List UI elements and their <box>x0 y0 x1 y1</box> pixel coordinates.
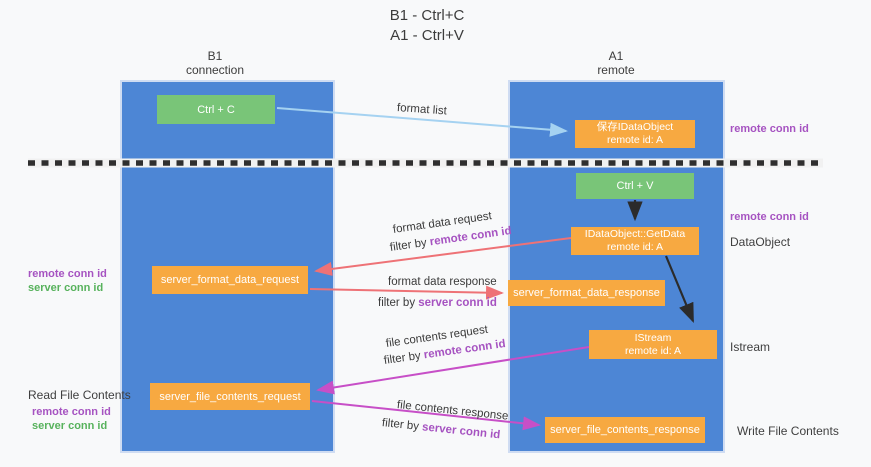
server-conn-id-key: server conn id <box>418 297 497 309</box>
annotation-left-conn-ids-top: remote conn id server conn id <box>28 267 107 295</box>
node-idataobject-getdata: IDataObject::GetData remote id: A <box>571 227 699 255</box>
annotation-server-conn-id-left-bottom: server conn id <box>32 420 108 432</box>
diagram-title: B1 - Ctrl+C A1 - Ctrl+V <box>327 6 527 46</box>
arrow-format-list <box>276 107 568 137</box>
arrow-file-contents-request <box>316 346 590 395</box>
annotation-remote-conn-id-mid: remote conn id <box>730 211 809 223</box>
label-format-data-response: format data response <box>388 276 497 288</box>
lane-b1-name: B1 <box>207 49 223 63</box>
node-server-file-contents-response-label: server_file_contents_response <box>550 424 700 436</box>
node-server-format-data-response: server_format_data_response <box>508 280 665 306</box>
node-server-format-data-request-label: server_format_data_request <box>160 274 300 286</box>
node-ctrl-c-label: Ctrl + C <box>197 103 235 116</box>
node-save-idataobject-title: 保存IDataObject <box>596 121 674 133</box>
lane-b1-role: connection <box>185 62 245 77</box>
annotation-istream: Istream <box>730 340 771 354</box>
node-istream-title: IStream <box>634 331 672 344</box>
node-server-file-contents-request: server_file_contents_request <box>150 383 310 410</box>
lane-a1-name: A1 <box>608 49 624 63</box>
annotation-remote-conn-id-left-bottom: remote conn id <box>32 406 111 418</box>
lane-a1-role: remote <box>597 62 635 77</box>
annotation-left-conn-ids-bottom: remote conn id server conn id <box>32 405 111 433</box>
lane-header-a1: A1 remote <box>546 49 686 77</box>
annotation-server-conn-id-left-top: server conn id <box>28 282 104 294</box>
node-istream: IStream remote id: A <box>589 330 717 359</box>
annotation-read-file-contents: Read File Contents <box>28 388 131 402</box>
node-server-file-contents-response: server_file_contents_response <box>545 417 705 443</box>
node-ctrl-c: Ctrl + C <box>157 95 275 124</box>
arrow-getdata-to-istream <box>664 255 695 324</box>
filter-by-text: filter by <box>378 297 419 309</box>
node-save-idataobject-subtitle: remote id: A <box>606 134 664 146</box>
arrow-format-data-response <box>309 285 504 300</box>
label-format-data-response-filter: filter by server conn id <box>378 297 497 309</box>
node-idataobject-getdata-subtitle: remote id: A <box>606 241 664 253</box>
diagram-title-line2: A1 - Ctrl+V <box>390 27 464 44</box>
arrow-format-data-request <box>314 237 572 276</box>
node-ctrl-v-label: Ctrl + V <box>616 180 654 192</box>
node-server-format-data-response-label: server_format_data_response <box>513 287 660 299</box>
annotation-remote-conn-id-top: remote conn id <box>730 123 809 135</box>
annotation-remote-conn-id-left-top: remote conn id <box>28 268 107 280</box>
annotation-write-file-contents: Write File Contents <box>737 424 839 438</box>
node-istream-subtitle: remote id: A <box>624 344 682 357</box>
node-save-idataobject: 保存IDataObject remote id: A <box>575 120 695 148</box>
node-ctrl-v: Ctrl + V <box>576 173 694 199</box>
annotation-dataobject: DataObject <box>730 235 791 249</box>
node-server-file-contents-request-label: server_file_contents_request <box>159 390 301 403</box>
node-idataobject-getdata-title: IDataObject::GetData <box>584 228 686 240</box>
node-server-format-data-request: server_format_data_request <box>152 266 308 294</box>
lane-header-b1: B1 connection <box>145 49 285 77</box>
arrow-file-contents-response <box>311 400 541 431</box>
diagram-title-line1: B1 - Ctrl+C <box>389 7 465 24</box>
